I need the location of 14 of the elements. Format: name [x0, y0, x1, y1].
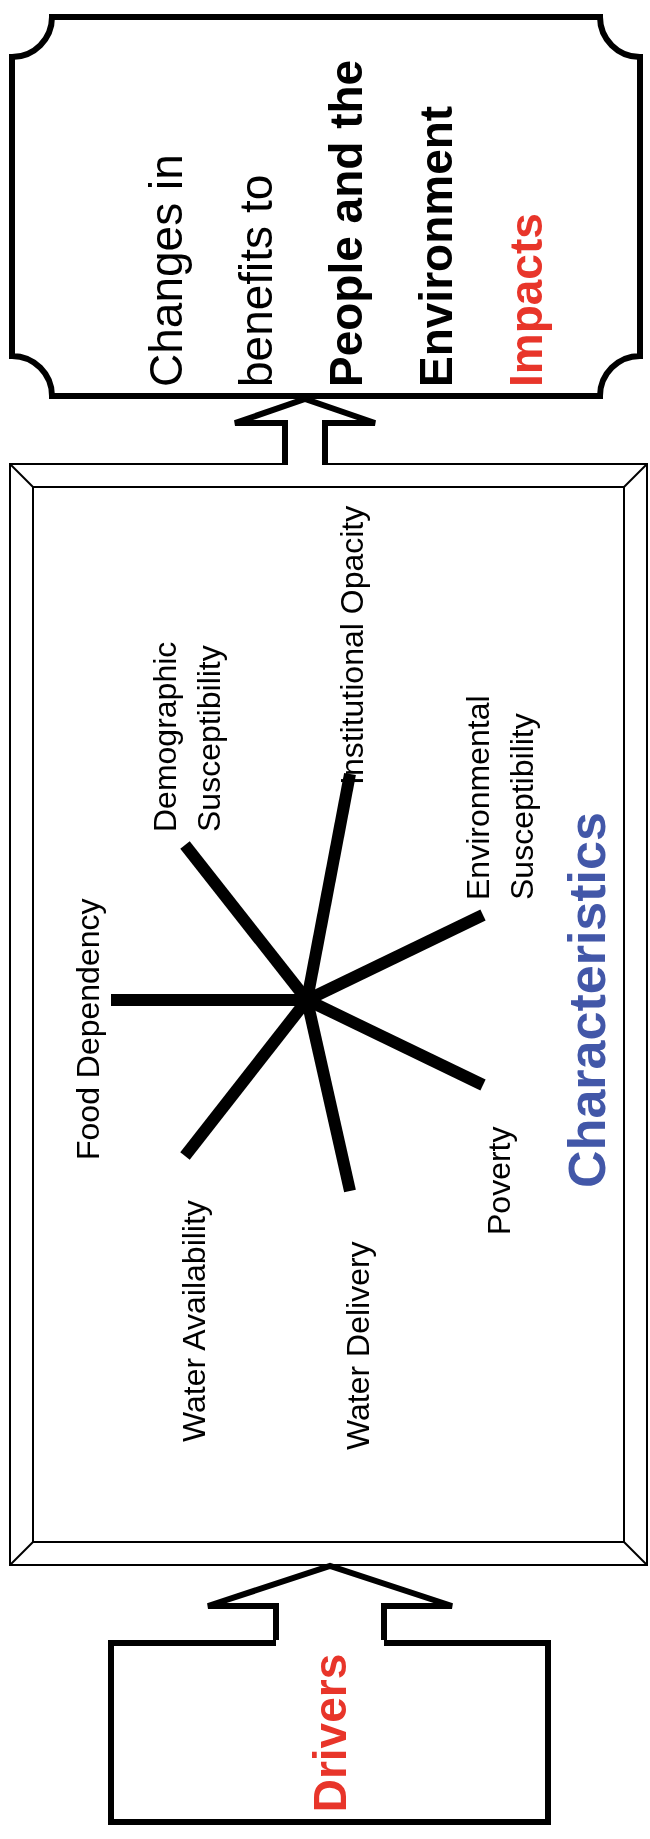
characteristics-frame — [9, 463, 648, 1566]
drivers-heading: Drivers — [302, 1653, 357, 1812]
axis-label: Water Delivery — [339, 1240, 377, 1450]
axis-label: Institutional Opacity — [333, 504, 371, 785]
impacts-heading: Impacts — [499, 211, 553, 387]
axis-label: Environmental Susceptibility — [459, 694, 541, 900]
axis-label: Demographic Susceptibility — [146, 640, 228, 832]
impacts-scroll-box — [9, 14, 643, 399]
impacts-description: Changes in benefits to People and the Environment — [139, 58, 463, 387]
axis-label: Water Availability — [175, 1199, 213, 1442]
characteristics-heading: Characteristics — [557, 812, 617, 1188]
axis-label: Food Dependency — [69, 897, 107, 1160]
axis-label: Poverty — [480, 1125, 518, 1235]
drivers-box — [108, 1640, 551, 1825]
